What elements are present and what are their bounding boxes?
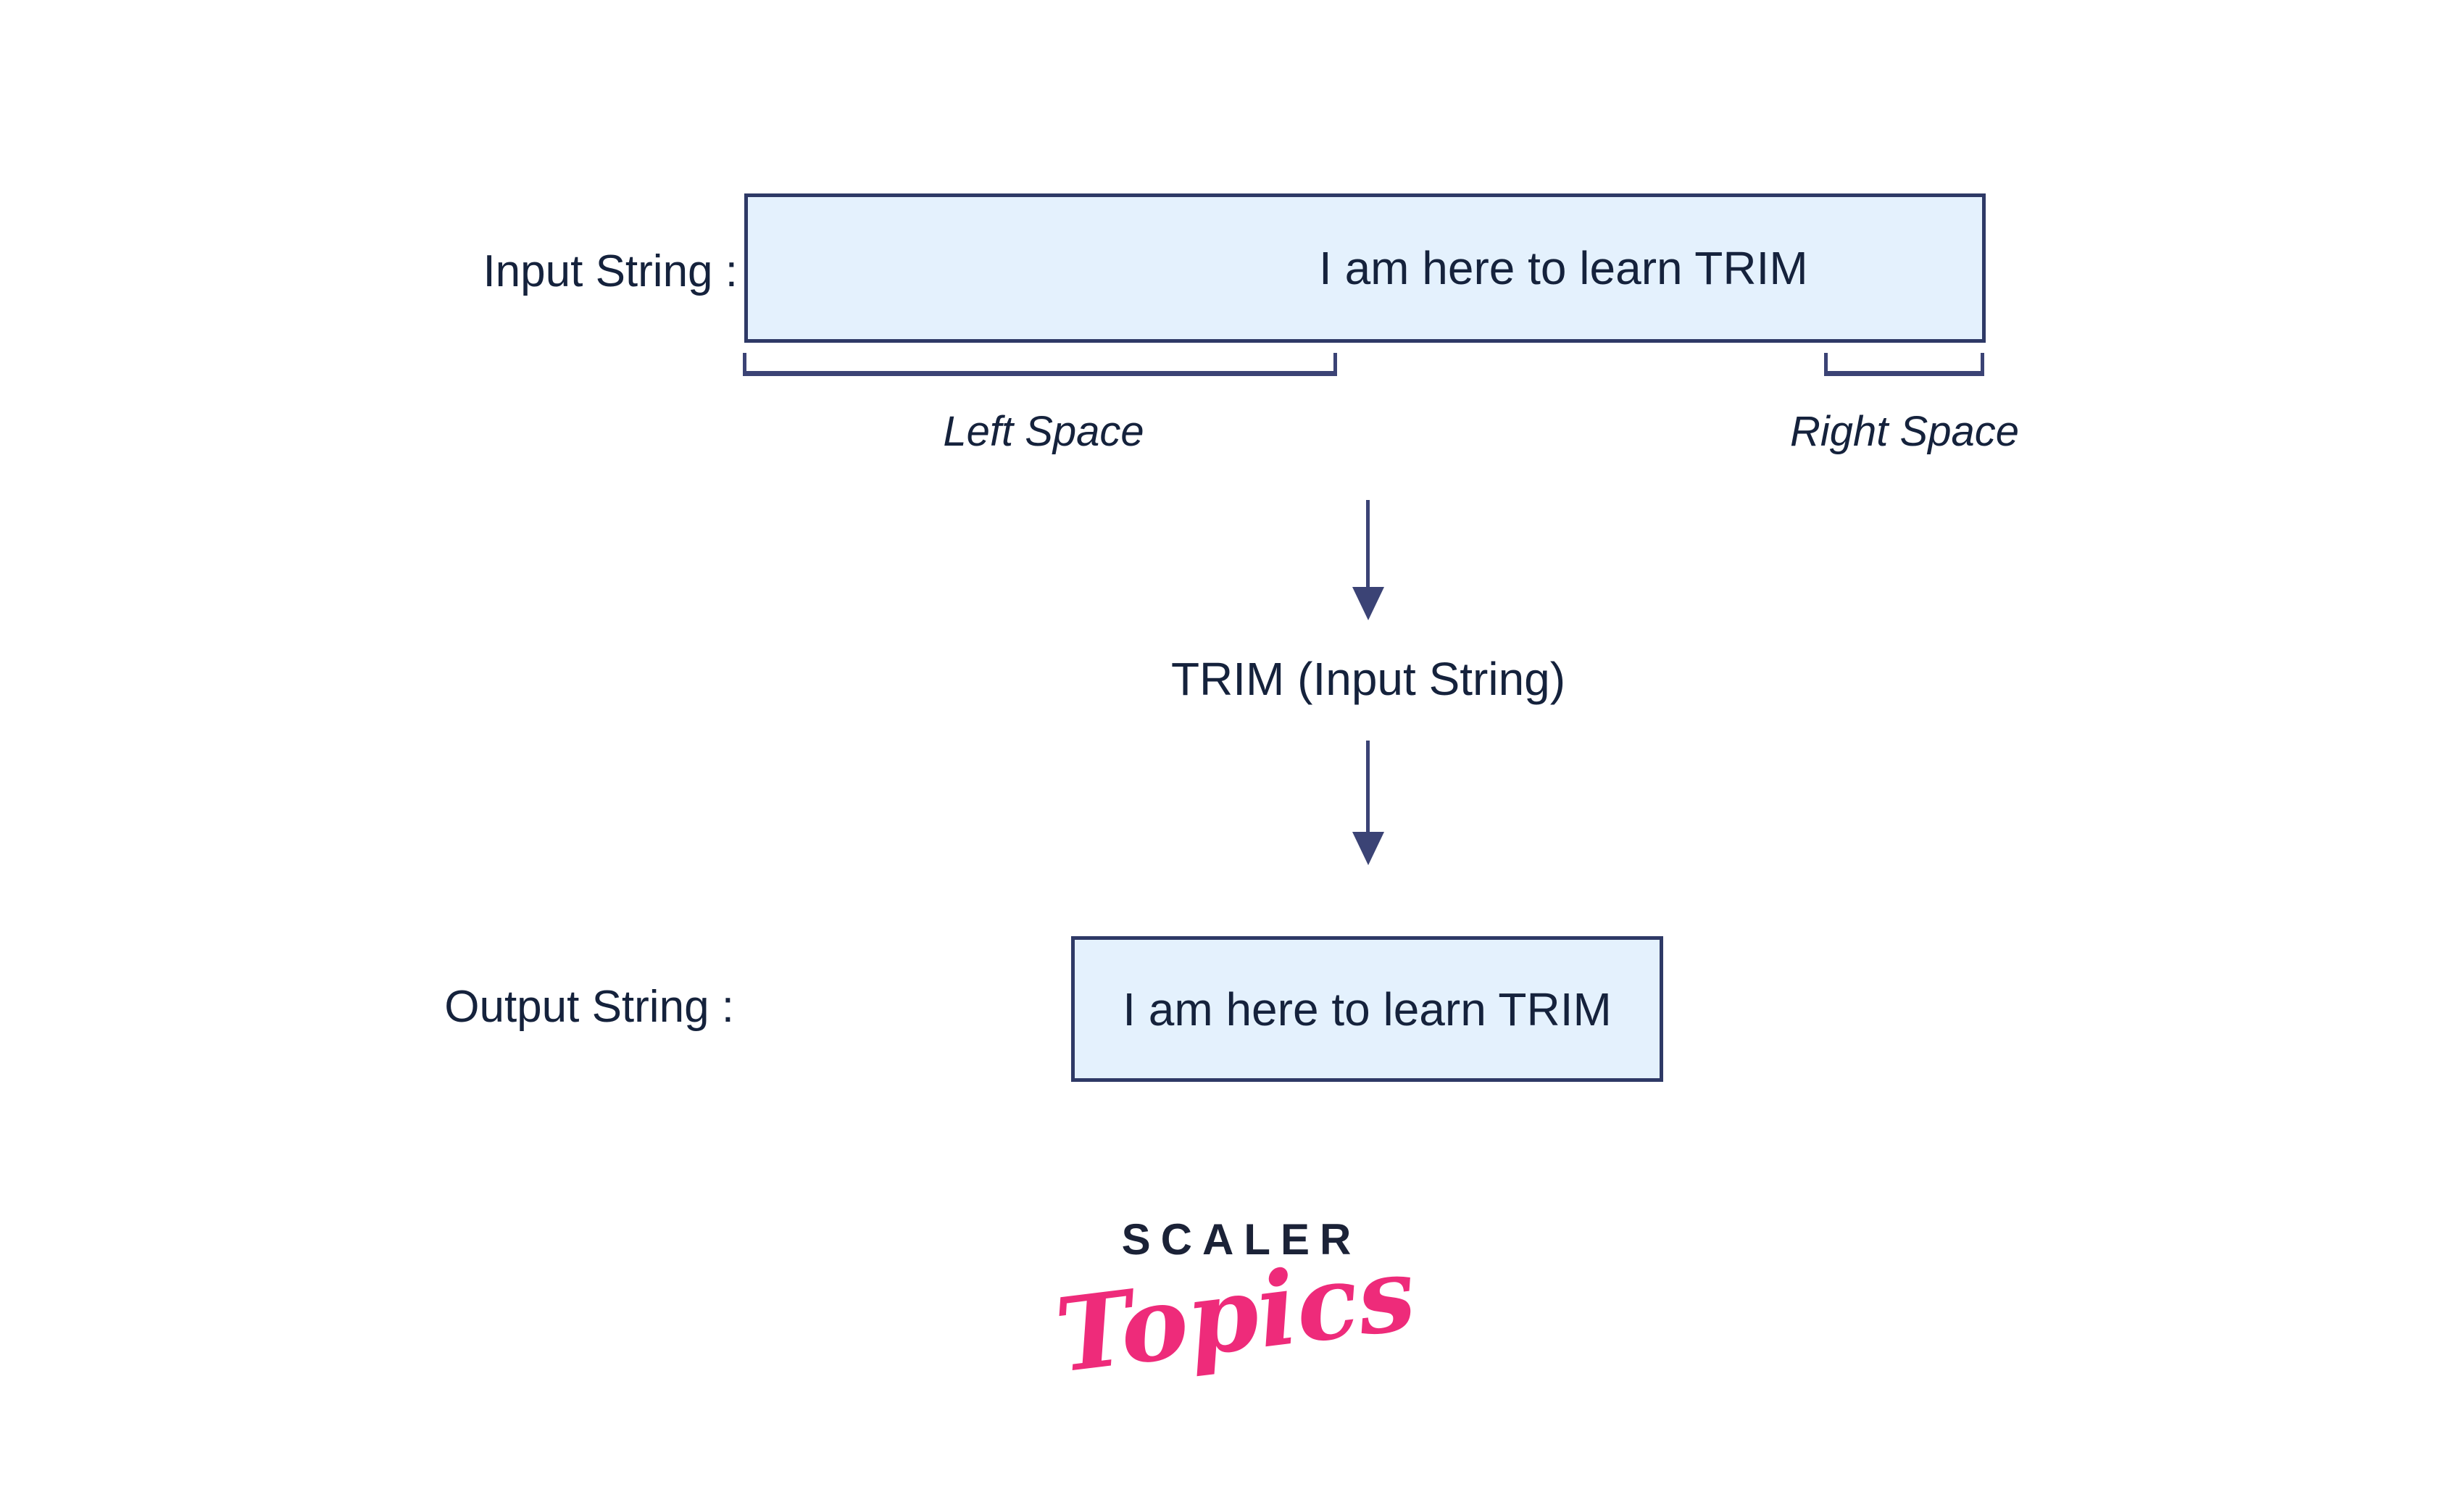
scaler-logo-wordmark: SCALER <box>1121 1215 1362 1264</box>
down-arrow-1-shaft <box>1366 500 1370 587</box>
left-space-bracket <box>743 353 1337 376</box>
input-string-label: Input String : <box>483 246 738 296</box>
down-arrow-1-head <box>1352 587 1384 620</box>
left-space-label: Left Space <box>943 408 1144 455</box>
input-string-box: I am here to learn TRIM <box>744 193 1986 343</box>
down-arrow-2-head <box>1352 832 1384 865</box>
trim-function-label: TRIM (Input String) <box>1170 653 1566 705</box>
right-space-label: Right Space <box>1790 408 2019 455</box>
output-string-value: I am here to learn TRIM <box>1123 983 1612 1035</box>
output-string-box: I am here to learn TRIM <box>1071 936 1663 1082</box>
right-space-bracket <box>1824 353 1984 376</box>
input-string-value: I am here to learn TRIM <box>1319 242 1808 294</box>
output-string-label: Output String : <box>444 982 734 1032</box>
down-arrow-2-shaft <box>1366 741 1370 832</box>
